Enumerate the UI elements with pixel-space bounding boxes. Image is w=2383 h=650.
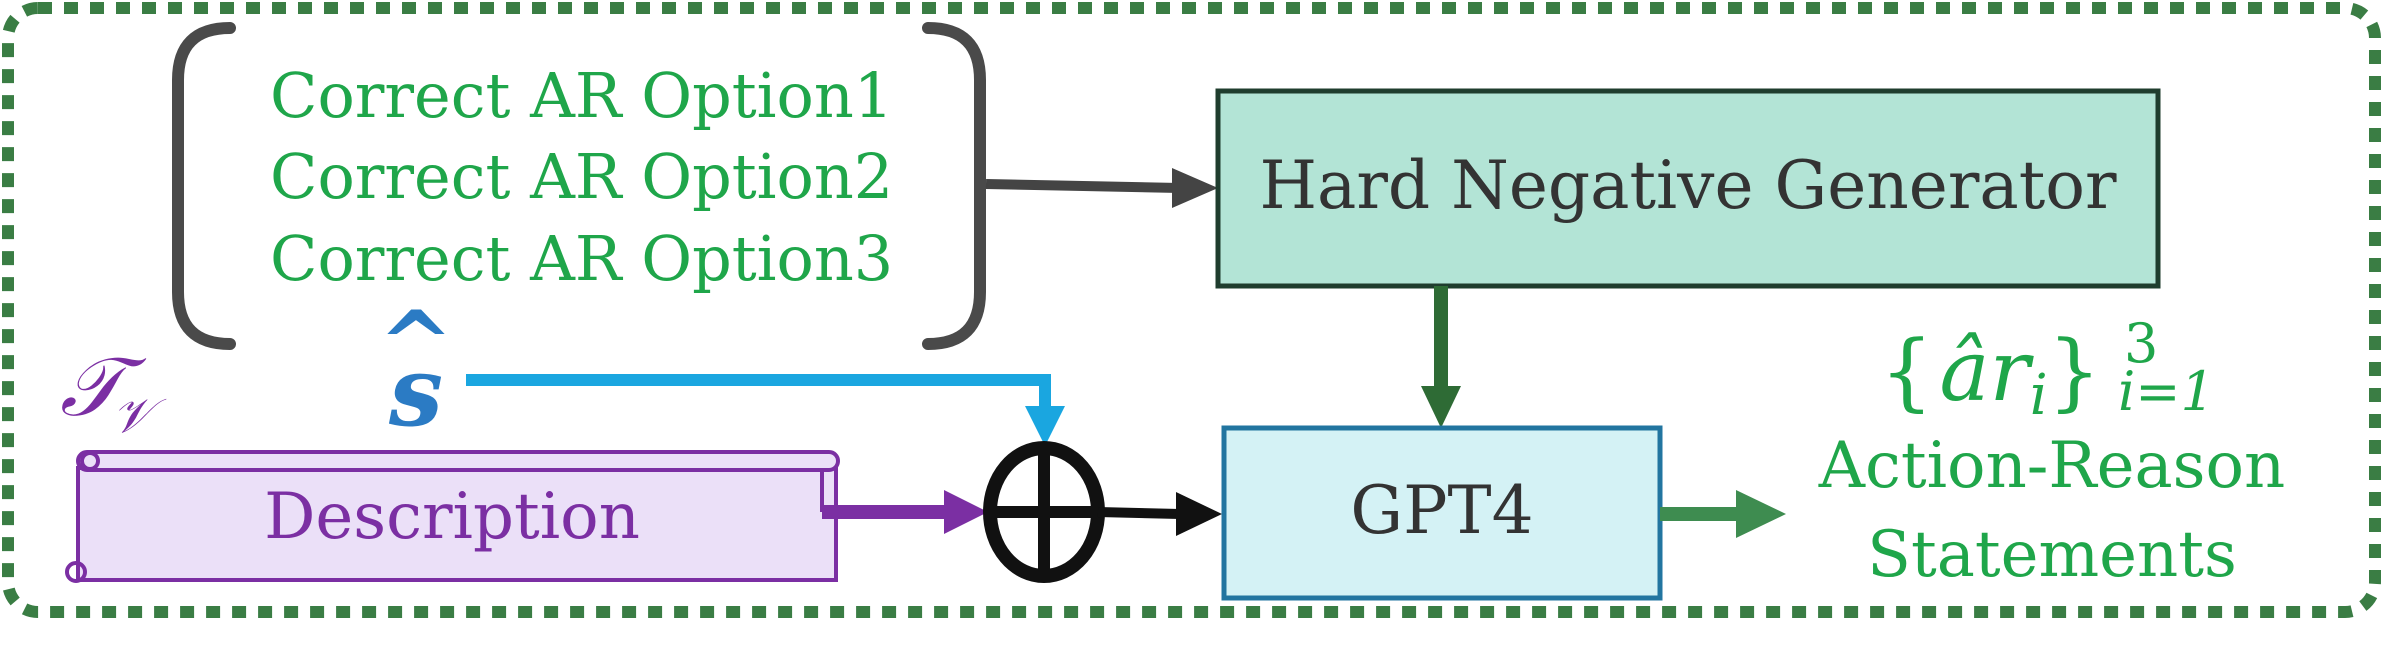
arrowhead-options-to-generator [1172,168,1218,208]
arrowhead-gpt-to-output [1736,490,1786,538]
output-set: {âri} [1880,322,2101,428]
arrow-options-to-generator [985,179,1181,193]
generator-label: Hard Negative Generator [1259,147,2117,224]
arrowhead-combine-to-gpt [1176,492,1222,536]
scroll-icon [65,450,840,583]
generator-box [1215,88,2161,289]
arrowhead-generator-to-gpt [1421,386,1461,428]
s-hat-symbol: s [388,335,443,448]
arrowhead-s-hat-to-combine [1025,406,1065,446]
arrow-combine-to-gpt [1097,507,1181,519]
output-set-index: i [2030,363,2048,428]
option-1: Correct AR Option1 [270,59,893,132]
s-hat-accent: ^ [378,291,453,397]
circle-plus-icon [983,441,1105,583]
left-bracket [172,22,236,350]
output-subscript: i=1 [2118,360,2215,423]
option-2: Correct AR Option2 [270,140,893,213]
output-set-body: âr [1939,322,2034,420]
right-bracket [922,22,986,350]
option-3: Correct AR Option3 [270,222,893,295]
outer-frame [2,2,2381,618]
output-line-2: Statements [1867,518,2237,592]
gpt-box [1221,425,1663,601]
output-superscript: 3 [2124,312,2158,375]
arrowhead-description-to-combine [944,490,988,534]
description-label: Description [264,480,640,554]
output-line-1: Action-Reason [1818,429,2285,503]
gpt-label: GPT4 [1350,472,1533,549]
output-set-open: { [1880,322,1933,420]
output-set-close: } [2048,322,2101,420]
tv-symbol-subscript: 𝒱 [112,388,167,444]
arrow-s-hat-to-combine [466,374,1051,412]
